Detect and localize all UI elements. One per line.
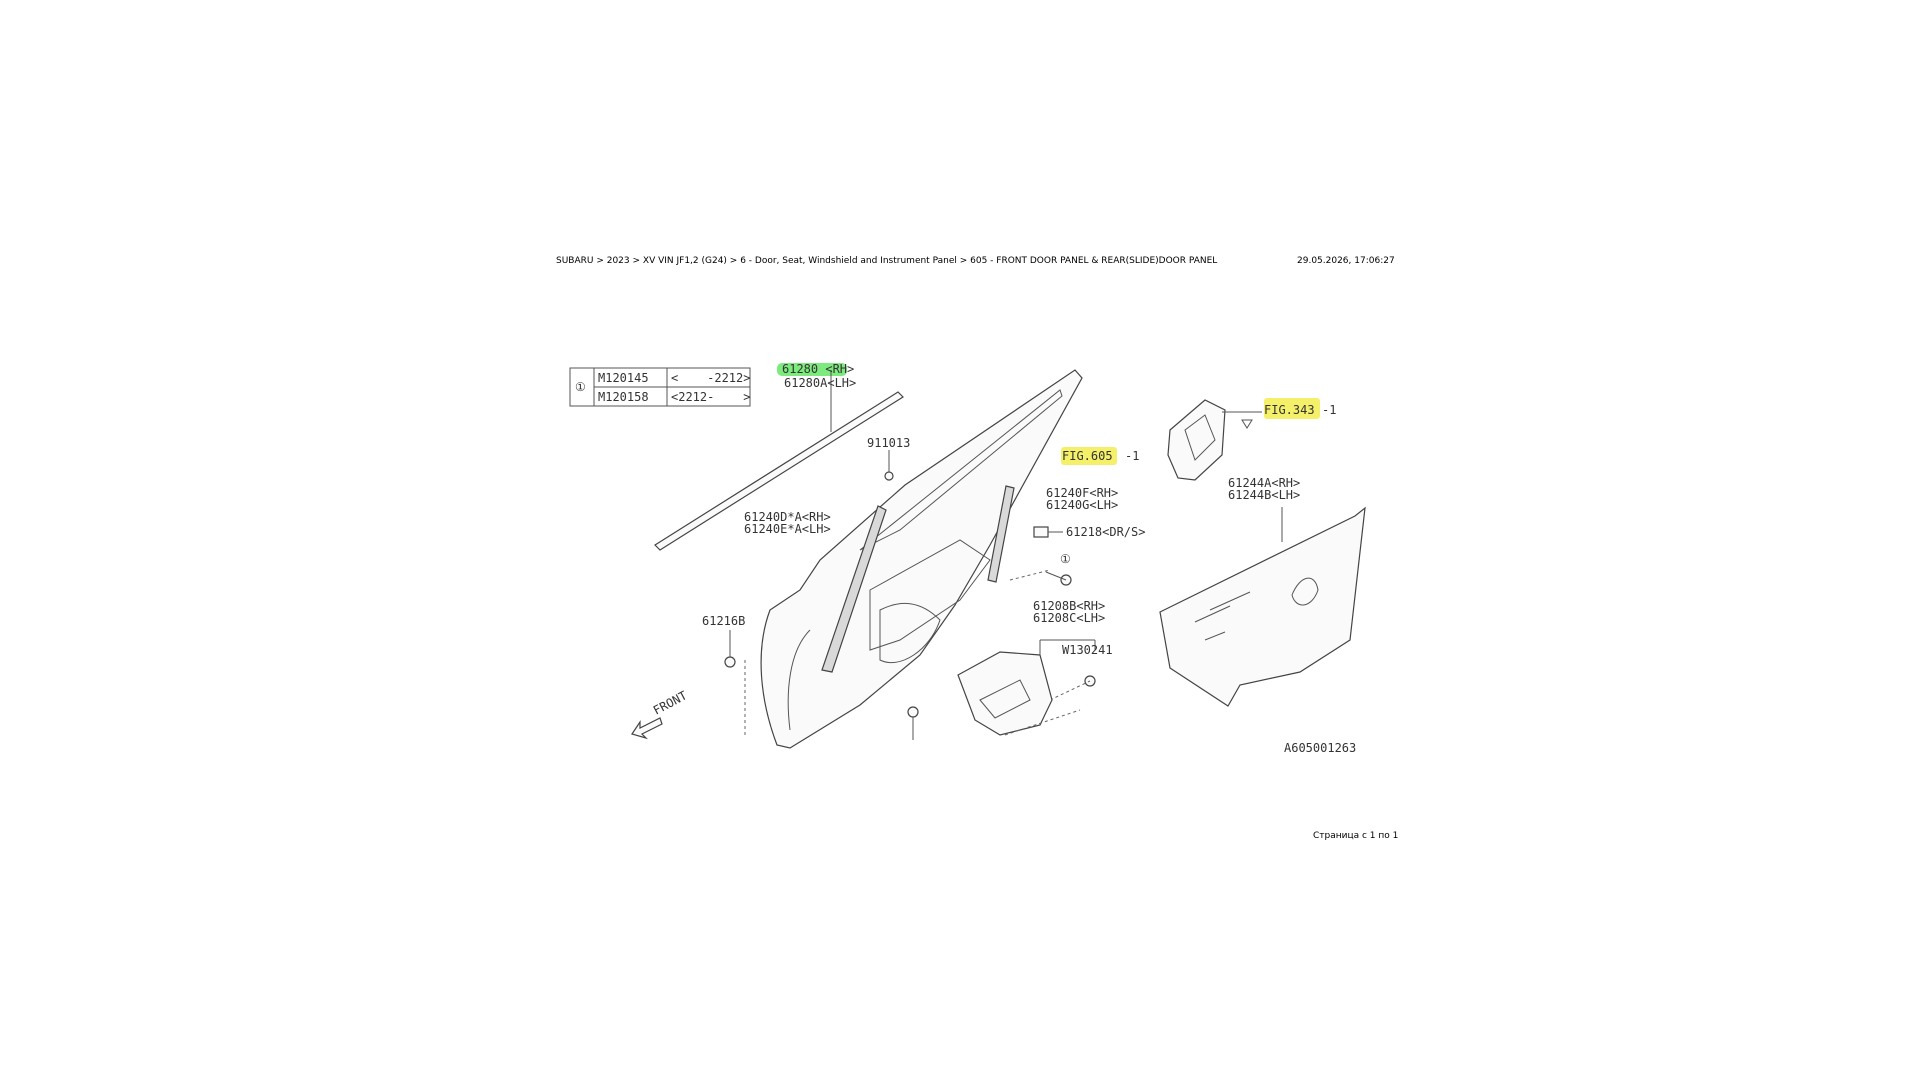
label-61280-rh: 61280 <RH>	[782, 362, 854, 376]
front-label: FRONT	[651, 688, 689, 717]
label-fig343-suffix: -1	[1322, 403, 1336, 417]
applicability-table: ① M120145 < -2212> M120158 <2212- >	[569, 367, 751, 407]
label-circle-one: ①	[1060, 552, 1071, 566]
label-fig343[interactable]: FIG.343	[1264, 403, 1315, 417]
highlight-fig343	[1264, 398, 1320, 419]
sealing-screen-part	[1159, 506, 1366, 707]
highlight-61280	[777, 363, 847, 376]
breadcrumb: SUBARU > 2023 > XV VIN JF1,2 (G24) > 6 -…	[556, 256, 1218, 266]
page-counter: Страница с 1 по 1	[1313, 831, 1399, 841]
table-range-1: < -2212>	[671, 371, 750, 385]
table-part-2: M120158	[598, 390, 649, 404]
grommet-part	[1033, 526, 1049, 538]
front-arrow: FRONT	[631, 688, 689, 740]
label-61240f: 61240F<RH>	[1046, 486, 1118, 500]
label-61240g: 61240G<LH>	[1046, 498, 1118, 512]
fig343-part	[1167, 399, 1262, 481]
table-range-2: <2212- >	[671, 390, 750, 404]
bolt-parts	[724, 571, 1096, 740]
door-frame-part	[760, 369, 1083, 749]
label-61218: 61218<DR/S>	[1066, 525, 1145, 539]
label-61208c: 61208C<LH>	[1033, 611, 1105, 625]
label-w130241: W130241	[1062, 643, 1113, 657]
label-diagram-code: A605001263	[1284, 741, 1356, 755]
label-61244b: 61244B<LH>	[1228, 488, 1300, 502]
label-61280a-lh: 61280A<LH>	[784, 376, 856, 390]
label-fig605-suffix: -1	[1125, 449, 1139, 463]
speaker-cover-part	[957, 639, 1096, 736]
window-channel-parts	[821, 450, 1015, 673]
label-61240e: 61240E*A<LH>	[744, 522, 831, 536]
highlight-fig605	[1061, 447, 1117, 465]
label-61244a: 61244A<RH>	[1228, 476, 1300, 490]
weatherstrip-part	[654, 370, 904, 551]
callout-labels: 61280 <RH> 61280A<LH> 911013 61240D*A<RH…	[702, 362, 1356, 755]
timestamp: 29.05.2026, 17:06:27	[1297, 256, 1395, 266]
table-part-1: M120145	[598, 371, 649, 385]
label-61216b: 61216B	[702, 614, 745, 628]
label-fig605[interactable]: FIG.605	[1062, 449, 1113, 463]
construction-lines	[744, 569, 1081, 736]
label-61240d: 61240D*A<RH>	[744, 510, 831, 524]
table-symbol: ①	[575, 380, 586, 394]
label-61208b: 61208B<RH>	[1033, 599, 1105, 613]
label-911013: 911013	[867, 436, 910, 450]
